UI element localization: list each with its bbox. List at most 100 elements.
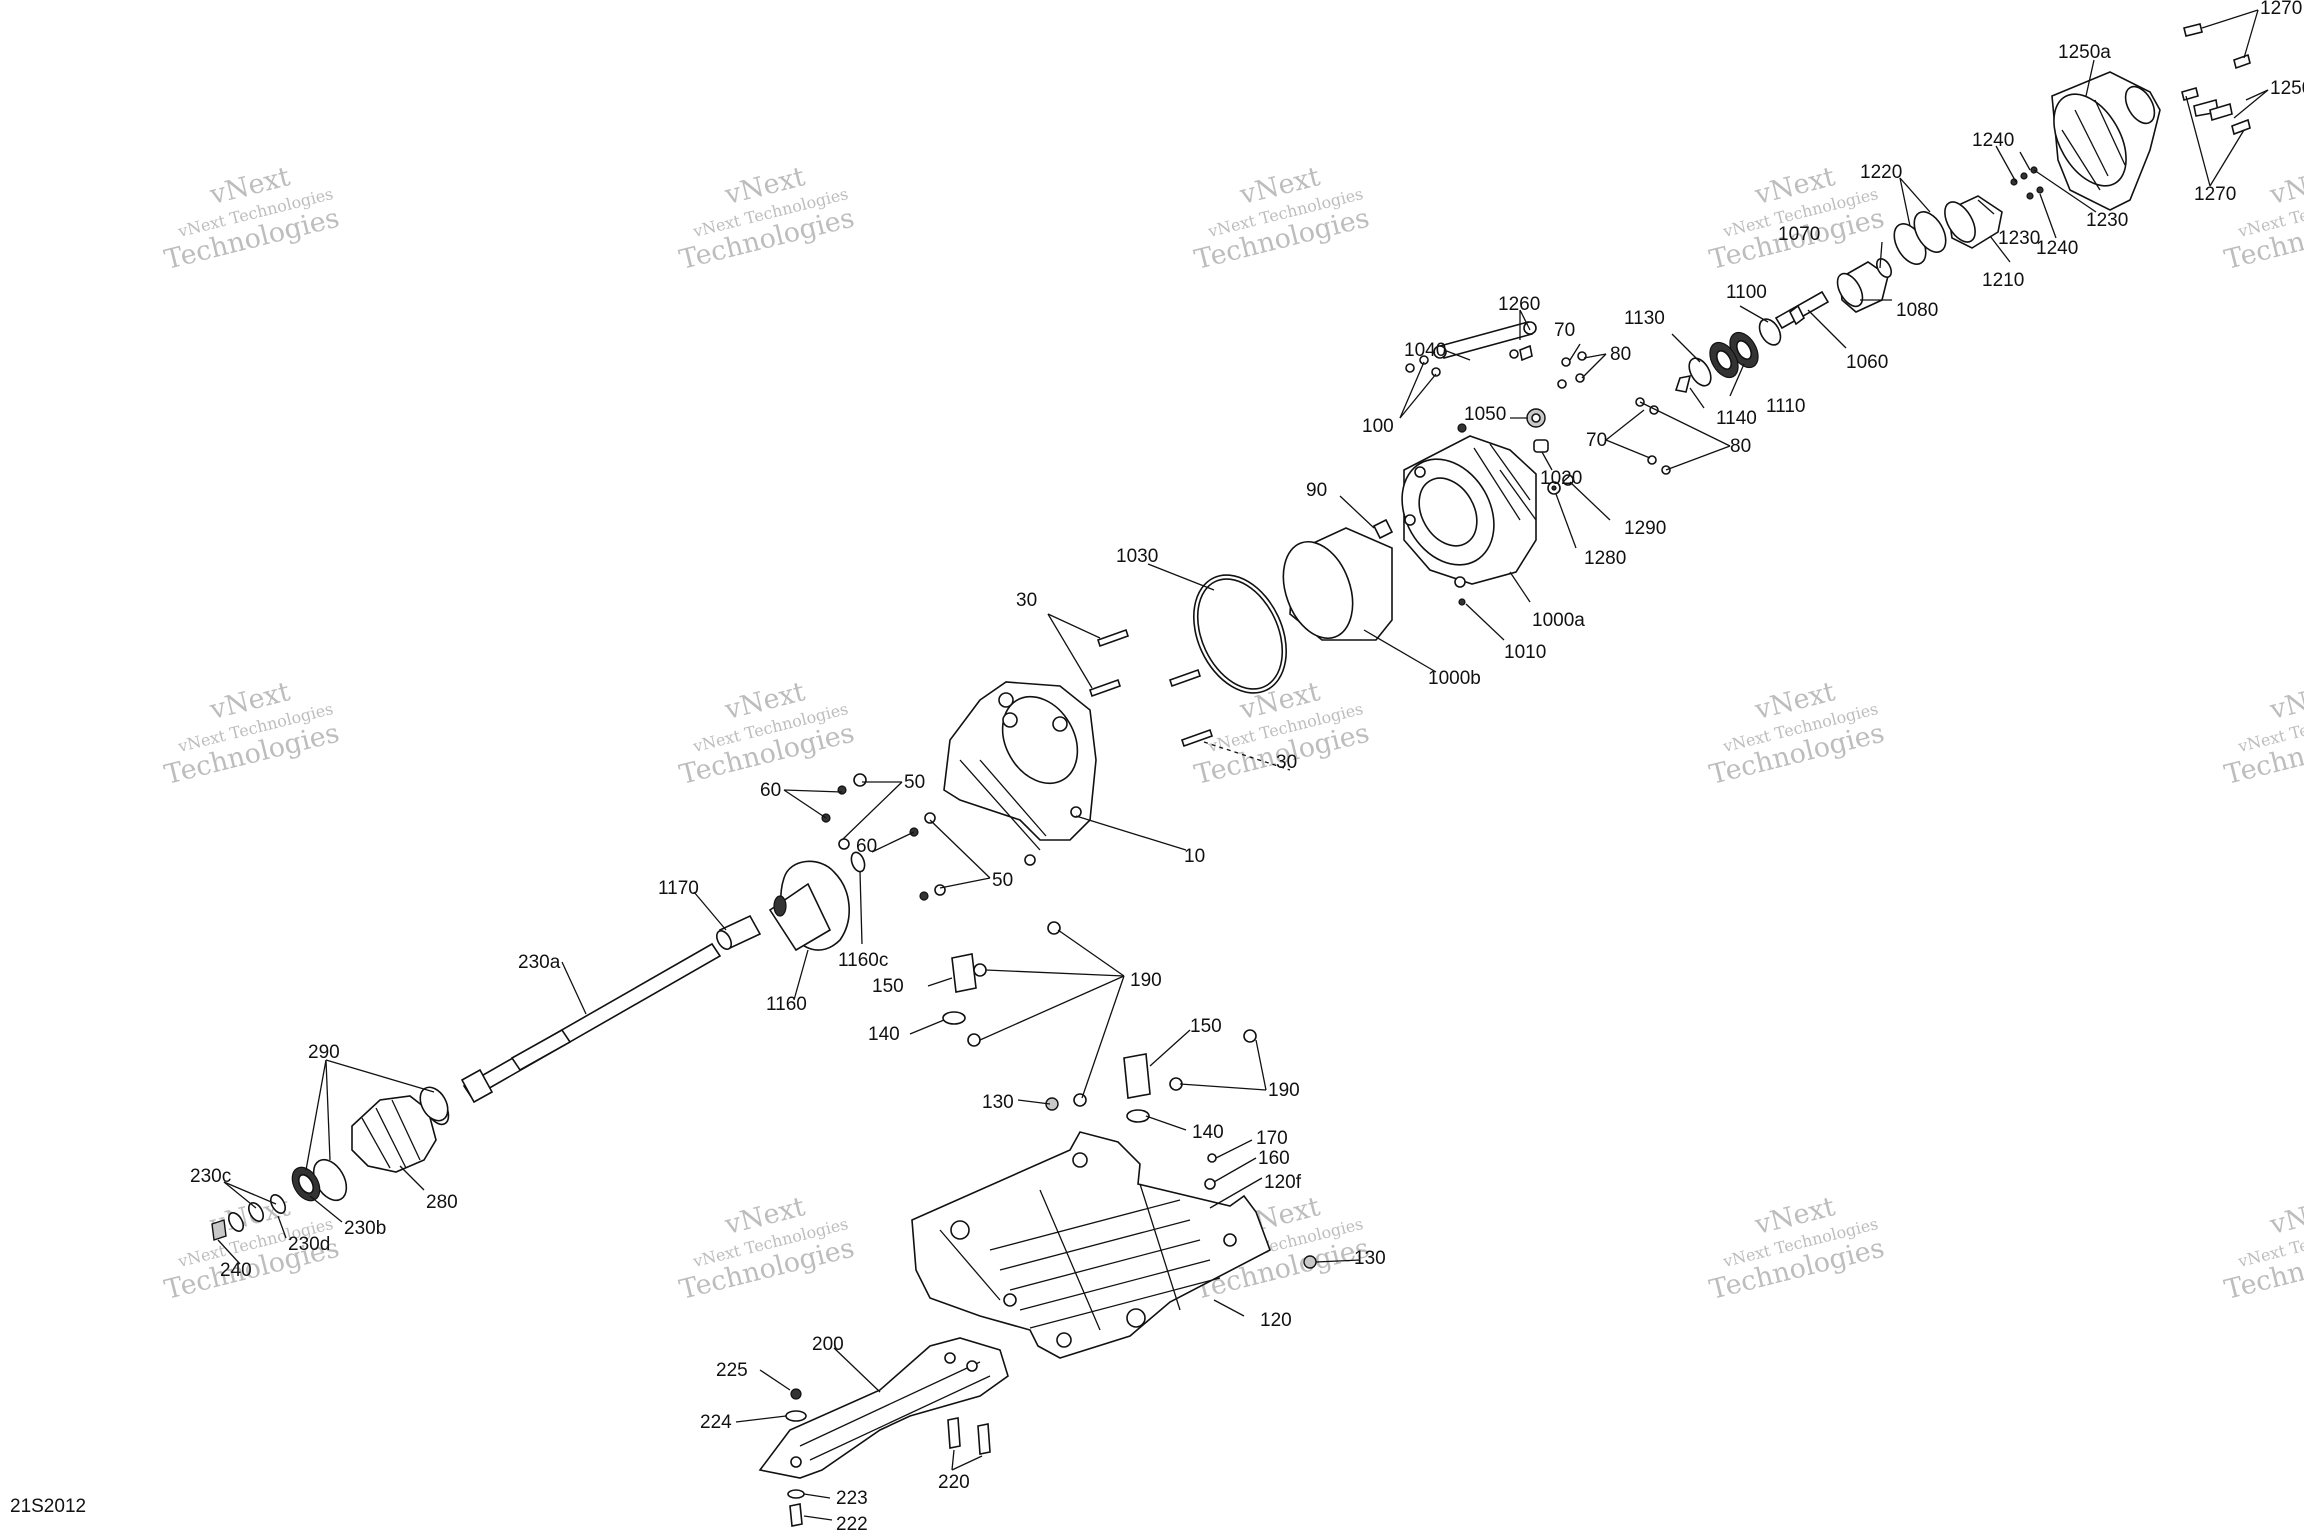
watermarks: vNext vNext Technologies Technologies vN… xyxy=(161,161,2304,1306)
o-ring-1030 xyxy=(1192,574,1288,694)
callout-120: 120 xyxy=(1260,1310,1292,1331)
callout-190-right: 190 xyxy=(1268,1080,1300,1101)
callout-50-bottom: 50 xyxy=(992,870,1013,891)
callout-10: 10 xyxy=(1184,846,1205,867)
watermark-14: vNext vNext Technologies Technologies xyxy=(1706,1191,1887,1306)
watermark-12: vNext vNext Technologies Technologies xyxy=(676,1191,857,1306)
callout-1170: 1170 xyxy=(658,878,699,899)
ride-plate-120 xyxy=(911,1131,1271,1359)
callout-1270-top: 1270 xyxy=(2260,0,2302,19)
sleeve-1170 xyxy=(715,914,762,950)
callout-1270-bottom: 1270 xyxy=(2194,184,2236,205)
callout-80-bottom: 80 xyxy=(1730,436,1751,457)
callout-1020: 1020 xyxy=(1540,468,1582,489)
studs-30 xyxy=(1088,628,1291,771)
drive-shaft-230a xyxy=(460,942,722,1104)
impeller-1160 xyxy=(768,860,850,952)
watermark-2: vNext vNext Technologies Technologies xyxy=(676,161,857,276)
diagram-code: 21S2012 xyxy=(10,1496,86,1517)
callout-1100: 1100 xyxy=(1726,282,1767,303)
callout-30-bottom: 30 xyxy=(1276,752,1297,773)
callout-1060: 1060 xyxy=(1846,352,1888,373)
callout-labels: 1270 1250a 1250 1270 1240 1230 1230 1240… xyxy=(190,0,2304,1535)
callout-222: 222 xyxy=(836,1514,868,1535)
intake-grate-200 xyxy=(758,1337,1009,1479)
leader-lines xyxy=(217,9,2269,1521)
callout-1030: 1030 xyxy=(1116,546,1158,567)
callout-1240-top: 1240 xyxy=(1972,130,2014,151)
pump-housing-1000a xyxy=(1401,435,1537,588)
callout-1240-bottom: 1240 xyxy=(2036,238,2078,259)
screw-1010 xyxy=(1458,598,1466,606)
bearing-1080 xyxy=(1836,258,1893,313)
callout-1260: 1260 xyxy=(1498,294,1540,315)
callout-30-top: 30 xyxy=(1016,590,1037,611)
cone-screws xyxy=(2010,166,2044,200)
callout-120f: 120f xyxy=(1264,1172,1302,1193)
svg-text:vNext: vNext xyxy=(2266,676,2304,726)
callout-60-bottom: 60 xyxy=(856,836,877,857)
callout-70-bottom: 70 xyxy=(1586,430,1607,451)
watermark-5: vNext vNext Technologies Technologies xyxy=(2221,161,2304,276)
callout-1230-right: 1230 xyxy=(2086,210,2128,231)
callout-230c: 230c xyxy=(190,1166,231,1187)
callout-1230-left: 1230 xyxy=(1998,228,2040,249)
callout-223: 223 xyxy=(836,1488,868,1509)
callout-280: 280 xyxy=(426,1192,458,1213)
venturi-1250a xyxy=(2051,71,2161,211)
callout-1160c: 1160c xyxy=(838,950,888,971)
callout-1280: 1280 xyxy=(1584,548,1626,569)
callout-1220: 1220 xyxy=(1860,162,1902,183)
washers-70-80 xyxy=(1557,351,1671,475)
watermark-7: vNext vNext Technologies Technologies xyxy=(676,676,857,791)
callout-1110: 1110 xyxy=(1766,396,1805,417)
callout-1000a: 1000a xyxy=(1532,610,1585,631)
callout-290: 290 xyxy=(308,1042,340,1063)
seal-carrier-230b xyxy=(291,1166,321,1202)
callout-130-right: 130 xyxy=(1354,1248,1386,1269)
callout-150-left: 150 xyxy=(872,976,904,997)
small-parts-1020 xyxy=(1533,439,1574,495)
svg-text:vNext: vNext xyxy=(2266,161,2304,211)
callout-220: 220 xyxy=(938,1472,970,1493)
watermark-1: vNext vNext Technologies Technologies xyxy=(161,161,342,276)
callout-1040: 1040 xyxy=(1404,340,1446,361)
callout-190-top: 190 xyxy=(1130,970,1162,991)
washers-50-60 xyxy=(821,773,946,901)
callout-130-left: 130 xyxy=(982,1092,1014,1113)
ring-1160c xyxy=(850,851,866,873)
svg-text:vNext: vNext xyxy=(2266,1191,2304,1241)
callout-1140: 1140 xyxy=(1716,408,1757,429)
parts xyxy=(211,23,2251,1527)
pump-support-10 xyxy=(943,681,1097,866)
watermark-9: vNext vNext Technologies Technologies xyxy=(1706,676,1887,791)
callout-240: 240 xyxy=(220,1260,252,1281)
callout-150-right: 150 xyxy=(1190,1016,1222,1037)
small-rings-230c xyxy=(211,1194,287,1241)
clamps-290 xyxy=(312,1086,449,1202)
callout-230b: 230b xyxy=(344,1218,386,1239)
callout-1250: 1250 xyxy=(2270,78,2304,99)
callout-160: 160 xyxy=(1258,1148,1290,1169)
watermark-4: vNext vNext Technologies Technologies xyxy=(1706,161,1887,276)
callout-140-right: 140 xyxy=(1192,1122,1224,1143)
callout-70-top: 70 xyxy=(1554,320,1575,341)
o-rings-1220 xyxy=(1893,211,1947,265)
callout-1080: 1080 xyxy=(1896,300,1938,321)
callout-50-top: 50 xyxy=(904,772,925,793)
callout-224: 224 xyxy=(700,1412,732,1433)
callout-1160: 1160 xyxy=(766,994,807,1015)
callout-1010: 1010 xyxy=(1504,642,1546,663)
callout-225: 225 xyxy=(716,1360,748,1381)
callout-170: 170 xyxy=(1256,1128,1288,1149)
callout-1250a: 1250a xyxy=(2058,42,2111,63)
shaft-1060 xyxy=(1774,290,1830,330)
callout-1000b: 1000b xyxy=(1428,668,1481,689)
wear-ring-1000b xyxy=(1282,527,1393,641)
callout-230d: 230d xyxy=(288,1234,330,1255)
bracket-1040 xyxy=(1405,321,1537,377)
watermark-6: vNext vNext Technologies Technologies xyxy=(161,676,342,791)
callout-230a: 230a xyxy=(518,952,561,973)
cone-1210 xyxy=(1944,195,2003,249)
